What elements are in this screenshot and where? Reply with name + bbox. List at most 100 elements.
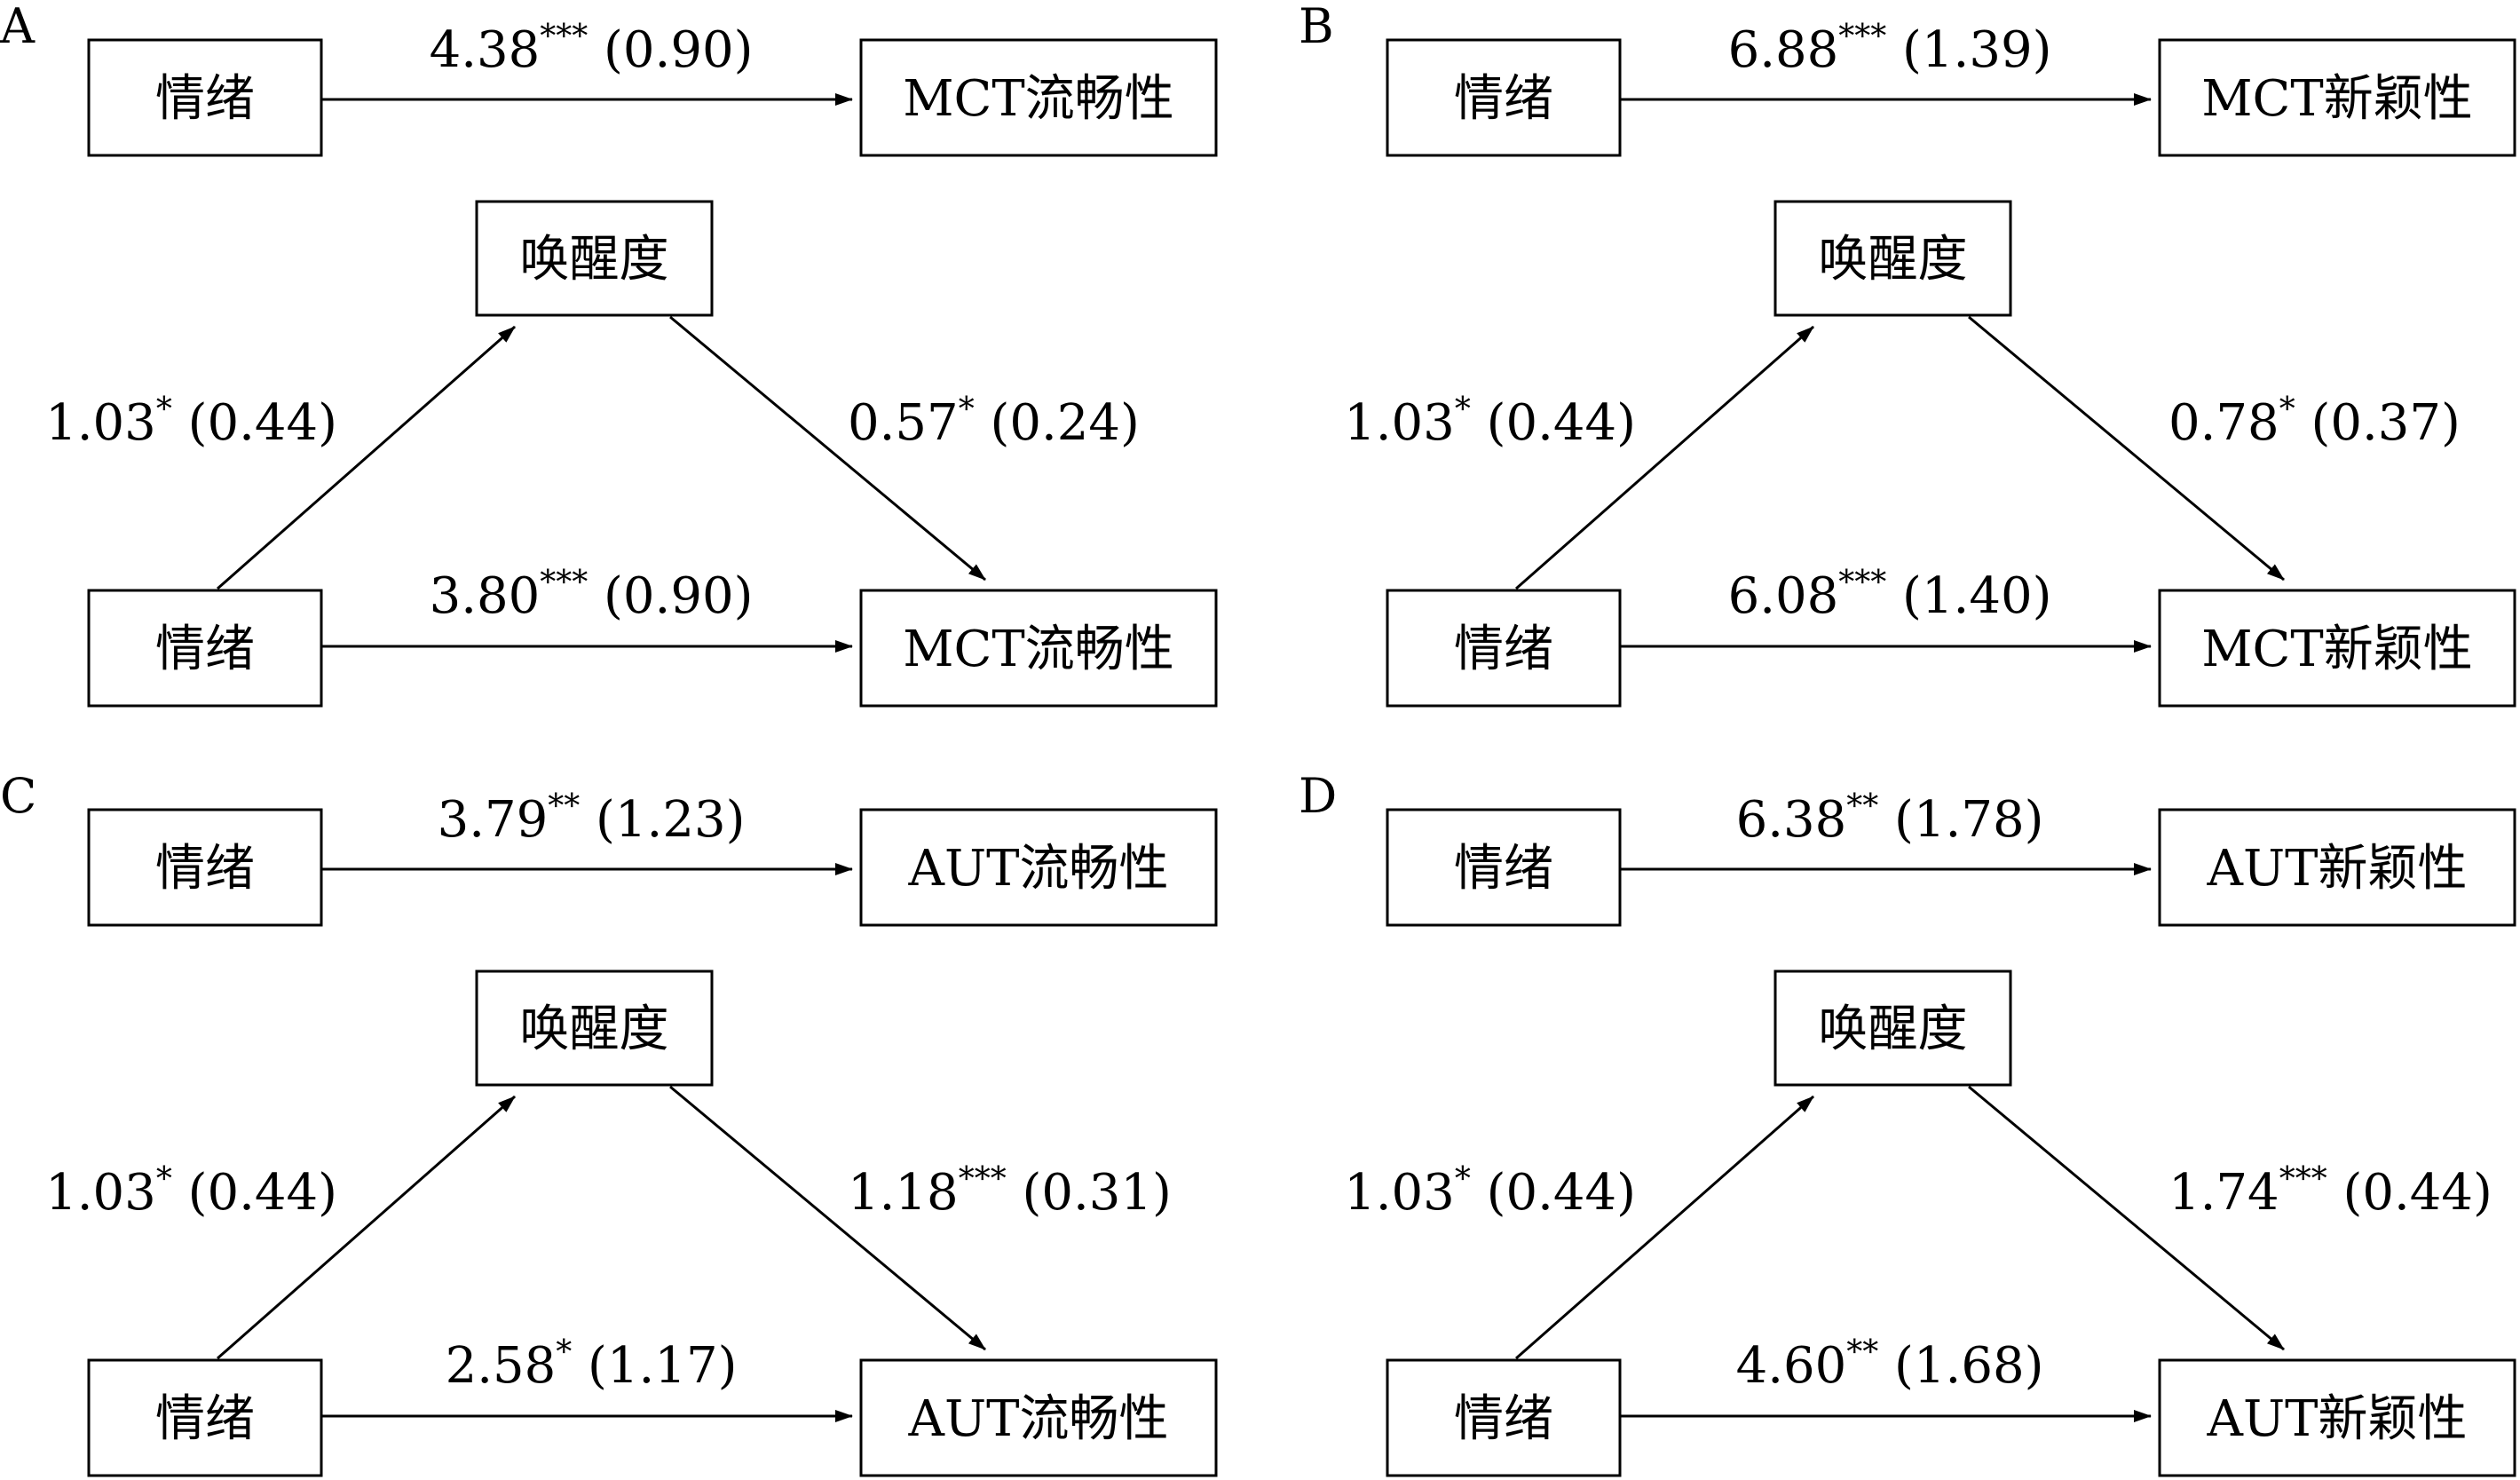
total-effect-label-coef: 4.38 — [430, 21, 541, 79]
mediator-box: 唤醒度 — [475, 200, 714, 317]
a-path-label-stars: * — [1455, 392, 1471, 428]
predictor-box-direct: 情绪 — [87, 589, 323, 708]
b-path-label: 0.78* (0.37) — [2168, 392, 2461, 452]
direct-effect-label-stars: *** — [540, 565, 588, 601]
total-effect-label-coef: 6.88 — [1728, 21, 1839, 79]
b-path-label-se: (0.31) — [1007, 1164, 1172, 1222]
a-path-arrow — [217, 1095, 516, 1360]
direct-effect-label-stars: ** — [1846, 1334, 1878, 1371]
direct-effect-label-stars: *** — [1838, 565, 1886, 601]
total-effect-label-coef: 3.79 — [438, 791, 549, 849]
mediator-box-border — [1773, 200, 2012, 317]
mediator-box-label: 唤醒度 — [1819, 231, 1968, 289]
b-path-arrow — [1968, 315, 2285, 582]
total-effect-label-se: (0.90) — [588, 21, 753, 79]
mediator-box-border — [475, 970, 714, 1087]
outcome-box-direct-border — [2158, 589, 2516, 708]
total-effect-label-coef: 6.38 — [1736, 791, 1847, 849]
mediator-box-label: 唤醒度 — [520, 231, 669, 289]
predictor-box-direct-label: 情绪 — [155, 1390, 255, 1448]
direct-effect-label-coef: 6.08 — [1728, 567, 1839, 625]
b-path-label-se: (0.24) — [975, 394, 1140, 452]
b-path-label-stars: * — [959, 392, 975, 428]
panel-label: C — [0, 768, 36, 824]
predictor-box-total: 情绪 — [1386, 38, 1622, 157]
mediator-box: 唤醒度 — [1773, 970, 2012, 1087]
total-effect-label-se: (1.39) — [1886, 21, 2051, 79]
mediator-box: 唤醒度 — [475, 970, 714, 1087]
a-path-label-coef: 1.03 — [1344, 1164, 1455, 1222]
predictor-box-direct-border — [87, 589, 323, 708]
predictor-box-total-label: 情绪 — [155, 70, 255, 128]
outcome-box-direct-label: MCT流畅性 — [903, 621, 1174, 678]
b-path-label-stars: *** — [959, 1161, 1007, 1198]
b-path-label-stars: * — [2279, 392, 2295, 428]
predictor-box-total-border — [1386, 808, 1622, 927]
predictor-box-direct-border — [87, 1358, 323, 1477]
outcome-box-total-label: AUT新颖性 — [2207, 840, 2468, 898]
outcome-box-direct: MCT流畅性 — [859, 589, 1218, 708]
panel-label: A — [0, 0, 36, 54]
predictor-box-direct: 情绪 — [1386, 1358, 1622, 1477]
a-path-label-stars: * — [156, 392, 172, 428]
direct-effect-label: 3.80*** (0.90) — [430, 565, 754, 625]
outcome-box-total: AUT新颖性 — [2158, 808, 2516, 927]
outcome-box-total-border — [2158, 808, 2516, 927]
a-path-label-stars: * — [1455, 1161, 1471, 1198]
total-effect-label-stars: *** — [540, 19, 588, 55]
predictor-box-total-label: 情绪 — [1454, 70, 1553, 128]
a-path-label-stars: * — [156, 1161, 172, 1198]
direct-effect-label-stars: * — [556, 1334, 572, 1371]
outcome-box-direct-label: MCT新颖性 — [2201, 621, 2473, 678]
predictor-box-direct-label: 情绪 — [155, 621, 255, 678]
outcome-box-direct-border — [859, 589, 1218, 708]
panel-label: B — [1299, 0, 1334, 54]
total-effect-label-stars: *** — [1838, 19, 1886, 55]
predictor-box-direct-label: 情绪 — [1454, 621, 1553, 678]
predictor-box-direct-border — [1386, 1358, 1622, 1477]
total-effect-label-se: (1.23) — [580, 791, 745, 849]
outcome-box-total-label: MCT新颖性 — [2201, 70, 2473, 128]
total-effect-label-stars: ** — [548, 788, 580, 825]
predictor-box-total-border — [87, 808, 323, 927]
direct-effect-label-coef: 2.58 — [446, 1337, 557, 1395]
a-path-label: 1.03* (0.44) — [1344, 1161, 1636, 1222]
b-path-label-se: (0.44) — [2327, 1164, 2492, 1222]
a-path-arrow — [1515, 1095, 1814, 1360]
a-path-label-coef: 1.03 — [45, 1164, 156, 1222]
outcome-box-total-label: MCT流畅性 — [903, 70, 1174, 128]
total-effect-label: 4.38*** (0.90) — [430, 19, 754, 79]
predictor-box-total: 情绪 — [87, 38, 323, 157]
outcome-box-total: AUT流畅性 — [859, 808, 1218, 927]
predictor-box-total: 情绪 — [87, 808, 323, 927]
predictor-box-total: 情绪 — [1386, 808, 1622, 927]
predictor-box-direct-label: 情绪 — [1454, 1390, 1553, 1448]
mediator-box-border — [1773, 970, 2012, 1087]
total-effect-label: 3.79** (1.23) — [438, 788, 746, 849]
total-effect-label-se: (1.78) — [1878, 791, 2043, 849]
direct-effect-label: 6.08*** (1.40) — [1728, 565, 2052, 625]
predictor-box-direct-border — [1386, 589, 1622, 708]
a-path-label-se: (0.44) — [1471, 1164, 1636, 1222]
outcome-box-direct-label: AUT新颖性 — [2207, 1390, 2468, 1448]
mediator-box-border — [475, 200, 714, 317]
outcome-box-direct: AUT新颖性 — [2158, 1358, 2516, 1477]
predictor-box-direct: 情绪 — [1386, 589, 1622, 708]
predictor-box-total-label: 情绪 — [155, 840, 255, 898]
b-path-label-se: (0.37) — [2295, 394, 2461, 452]
predictor-box-total-label: 情绪 — [1454, 840, 1553, 898]
predictor-box-total-border — [1386, 38, 1622, 157]
b-path-label: 1.74*** (0.44) — [2168, 1161, 2492, 1222]
a-path-label-se: (0.44) — [172, 1164, 337, 1222]
b-path-label: 0.57* (0.24) — [848, 392, 1140, 452]
direct-effect-label-coef: 4.60 — [1736, 1337, 1847, 1395]
outcome-box-direct-label: AUT流畅性 — [908, 1390, 1169, 1448]
b-path-label-stars: *** — [2279, 1161, 2327, 1198]
direct-effect-label-se: (1.17) — [572, 1337, 737, 1395]
outcome-box-total-border — [859, 38, 1218, 157]
outcome-box-total-label: AUT流畅性 — [908, 840, 1169, 898]
a-path-label: 1.03* (0.44) — [45, 1161, 337, 1222]
